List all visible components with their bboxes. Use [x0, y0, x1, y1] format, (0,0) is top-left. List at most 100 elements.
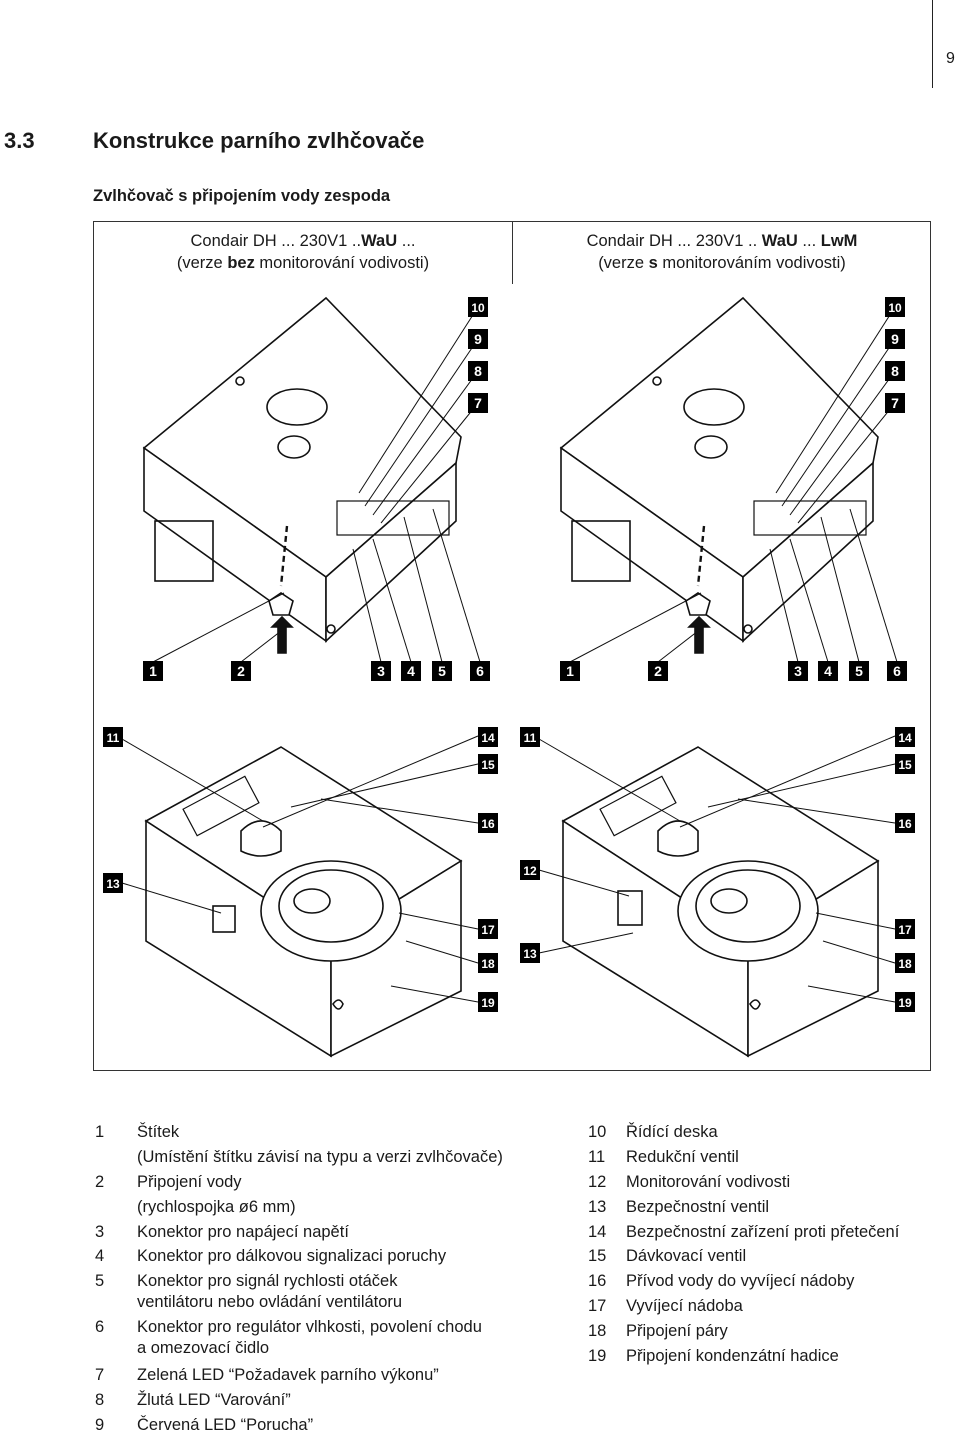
callout-label: 13: [106, 877, 120, 891]
callout-10: 10: [468, 297, 488, 317]
legend-num: 6: [95, 1318, 105, 1337]
callout-box: [885, 393, 905, 413]
legend-num: 5: [95, 1272, 105, 1291]
callout-11: 11: [520, 727, 540, 747]
legend-text: Přívod vody do vyvíjecí nádoby: [626, 1272, 855, 1291]
legend-num: 1: [95, 1123, 105, 1141]
right-caption-text: ...: [797, 232, 821, 250]
legend-num: 4: [95, 1247, 105, 1266]
callout-19: 19: [478, 992, 498, 1012]
callout-box: [432, 661, 452, 681]
callout-label: 7: [891, 395, 899, 411]
legend-num: 8: [95, 1391, 105, 1410]
header-rule: [932, 0, 933, 88]
callout-6: 6: [470, 661, 490, 681]
callout-box: [887, 661, 907, 681]
leader-lines: [121, 306, 898, 1003]
caption-divider: [512, 222, 513, 284]
callout-label: 19: [481, 996, 495, 1010]
legend-text: Konektor pro dálkovou signalizaci poruch…: [137, 1247, 447, 1266]
callout-box: [401, 661, 421, 681]
callout-10: 10: [885, 297, 905, 317]
callout-19: 19: [895, 992, 915, 1012]
legend-num: 13: [588, 1197, 607, 1216]
callout-label: 5: [438, 663, 446, 679]
callout-box: [468, 297, 488, 317]
callout-box: [520, 727, 540, 747]
callout-label: 17: [898, 923, 912, 937]
legend-item: 18 Připojení páry: [588, 1319, 958, 1344]
callout-box: [788, 661, 808, 681]
legend-num: 7: [95, 1366, 105, 1385]
callout-label: 18: [481, 957, 495, 971]
callout-13: 13: [520, 943, 540, 963]
callout-2: 2: [648, 661, 668, 681]
callout-1: 1: [560, 661, 580, 681]
callout-14: 14: [895, 727, 915, 747]
left-caption-text: Condair DH ... 230V1 ..: [190, 232, 362, 250]
callout-label: 5: [855, 663, 863, 679]
callout-box: [478, 727, 498, 747]
callout-label: 8: [891, 363, 899, 379]
humidifier-illustration: 1098712345610987123456111415161317181911…: [103, 296, 915, 1058]
callout-label: 15: [481, 758, 495, 772]
callout-box: [103, 727, 123, 747]
right-caption-text: Condair DH ... 230V1 ..: [586, 232, 762, 250]
legend-text: Bezpečnostní ventil: [626, 1197, 770, 1216]
legend-num: 11: [588, 1147, 606, 1166]
left-caption: Condair DH ... 230V1 ..WaU ... (verze be…: [94, 230, 512, 274]
legend-text: Připojení páry: [626, 1322, 728, 1341]
section-number: 3.3: [4, 128, 35, 153]
callout-box: [468, 361, 488, 381]
legend-text: a omezovací čidlo: [137, 1339, 270, 1358]
right-caption-text: monitorováním vodivosti): [657, 254, 846, 272]
legend-item: (rychlospojka ø6 mm): [95, 1195, 575, 1220]
legend-num: 18: [588, 1322, 607, 1341]
legend-num: 9: [95, 1416, 105, 1435]
legend-num: 2: [95, 1172, 105, 1191]
legend-text: Konektor pro napájecí napětí: [137, 1222, 349, 1241]
callout-5: 5: [432, 661, 452, 681]
legend-num: 3: [95, 1222, 105, 1241]
right-caption-text: (verze: [598, 254, 649, 272]
callout-4: 4: [818, 661, 838, 681]
callout-18: 18: [478, 953, 498, 973]
left-caption-bold: bez: [227, 254, 255, 272]
callout-label: 9: [891, 331, 899, 347]
left-caption-text: (verze: [176, 254, 228, 272]
callout-box: [371, 661, 391, 681]
callout-label: 14: [481, 731, 495, 745]
legend-item: 6 Konektor pro regulátor vlhkosti, povole…: [95, 1315, 575, 1363]
callout-17: 17: [478, 919, 498, 939]
callout-3: 3: [371, 661, 391, 681]
callout-label: 9: [474, 331, 482, 347]
callout-16: 16: [478, 813, 498, 833]
callout-label: 1: [566, 663, 574, 679]
callout-17: 17: [895, 919, 915, 939]
legend-item: 13 Bezpečnostní ventil: [588, 1195, 958, 1220]
callout-label: 11: [524, 731, 537, 745]
callout-label: 17: [481, 923, 495, 937]
callout-label: 15: [898, 758, 912, 772]
legend-text-block: Konektor pro regulátor vlhkosti, povolen…: [137, 1317, 482, 1359]
legend-text: ventilátoru nebo ovládání ventilátoru: [137, 1293, 403, 1312]
callout-label: 3: [377, 663, 385, 679]
callout-7: 7: [885, 393, 905, 413]
callout-6: 6: [887, 661, 907, 681]
callout-label: 19: [898, 996, 912, 1010]
callout-8: 8: [885, 361, 905, 381]
callout-box: [468, 329, 488, 349]
callout-13: 13: [103, 873, 123, 893]
callout-box: [468, 393, 488, 413]
callout-box: [231, 661, 251, 681]
callout-7: 7: [468, 393, 488, 413]
